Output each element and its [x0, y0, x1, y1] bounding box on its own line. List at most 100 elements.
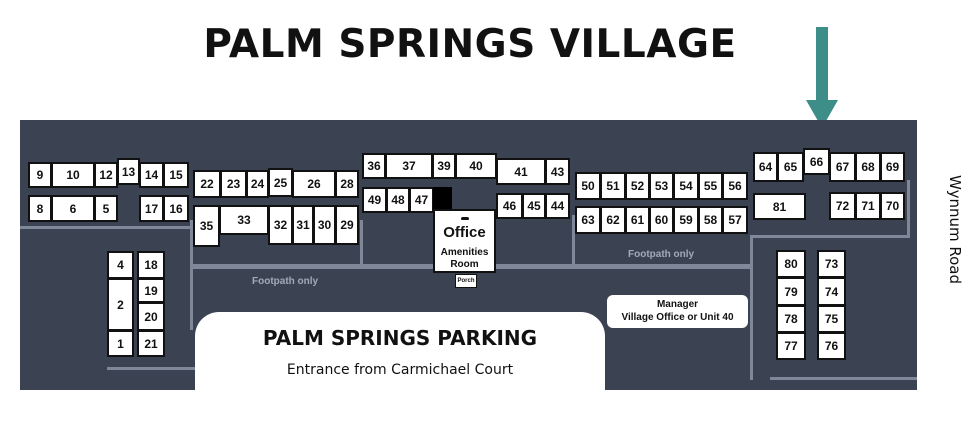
unit-70[interactable]: 70: [880, 192, 905, 220]
unit-24[interactable]: 24: [246, 170, 269, 198]
unit-52[interactable]: 52: [625, 172, 650, 200]
unit-33[interactable]: 33: [219, 205, 269, 235]
office-label: Office: [443, 224, 486, 241]
unit-76[interactable]: 76: [817, 332, 846, 360]
unit-59[interactable]: 59: [673, 206, 699, 234]
unit-6[interactable]: 6: [51, 195, 95, 222]
porch: Porch: [455, 274, 477, 288]
road-label: Wynnum Road: [946, 175, 964, 284]
unit-78[interactable]: 78: [776, 305, 806, 333]
unit-9[interactable]: 9: [28, 162, 52, 188]
unit-51[interactable]: 51: [600, 172, 626, 200]
unit-80[interactable]: 80: [776, 250, 806, 278]
path: [907, 180, 910, 238]
path: [360, 220, 363, 265]
unit-17[interactable]: 17: [139, 195, 164, 222]
unit-2[interactable]: 2: [107, 278, 134, 331]
unit-13[interactable]: 13: [117, 158, 140, 185]
path: [770, 377, 917, 380]
path: [750, 235, 910, 238]
unit-21[interactable]: 21: [137, 330, 165, 357]
room-label: Room: [450, 259, 479, 270]
manager-location: Village Office or Unit 40: [621, 312, 734, 323]
unit-68[interactable]: 68: [855, 152, 881, 182]
unit-47[interactable]: 47: [409, 187, 434, 213]
unit-19[interactable]: 19: [137, 278, 165, 303]
path: [190, 220, 193, 330]
unit-79[interactable]: 79: [776, 277, 806, 306]
path: [20, 226, 192, 229]
unit-29[interactable]: 29: [335, 205, 359, 245]
bell-icon: [460, 217, 469, 220]
unit-31[interactable]: 31: [292, 205, 314, 245]
unit-63[interactable]: 63: [575, 206, 601, 234]
unit-36[interactable]: 36: [362, 153, 386, 179]
footpath-label: Footpath only: [252, 276, 319, 287]
unit-74[interactable]: 74: [817, 277, 846, 306]
unit-26[interactable]: 26: [292, 170, 336, 198]
pointer-arrow-icon: [816, 27, 828, 105]
unit-64[interactable]: 64: [753, 152, 778, 182]
unit-54[interactable]: 54: [673, 172, 699, 200]
unit-10[interactable]: 10: [51, 162, 95, 188]
black-block: [433, 187, 452, 210]
manager-info-box: Manager Village Office or Unit 40: [607, 295, 748, 328]
unit-5[interactable]: 5: [94, 195, 118, 222]
unit-44[interactable]: 44: [545, 193, 570, 219]
unit-43[interactable]: 43: [545, 158, 570, 185]
parking-title: PALM SPRINGS PARKING: [262, 326, 538, 350]
unit-22[interactable]: 22: [193, 170, 221, 198]
page-title: PALM SPRINGS VILLAGE: [203, 22, 737, 67]
amenities-label: Amenities: [440, 247, 489, 258]
unit-20[interactable]: 20: [137, 302, 165, 331]
unit-67[interactable]: 67: [829, 152, 856, 182]
unit-46[interactable]: 46: [496, 193, 523, 219]
unit-35[interactable]: 35: [193, 205, 220, 247]
unit-75[interactable]: 75: [817, 305, 846, 333]
path: [572, 215, 575, 265]
unit-39[interactable]: 39: [432, 153, 456, 179]
unit-30[interactable]: 30: [313, 205, 336, 245]
unit-50[interactable]: 50: [575, 172, 601, 200]
unit-66[interactable]: 66: [803, 148, 830, 175]
unit-55[interactable]: 55: [698, 172, 723, 200]
footpath-label: Footpath only: [628, 249, 695, 260]
unit-60[interactable]: 60: [649, 206, 674, 234]
unit-45[interactable]: 45: [522, 193, 546, 219]
unit-56[interactable]: 56: [722, 172, 748, 200]
unit-41[interactable]: 41: [496, 158, 546, 185]
unit-37[interactable]: 37: [385, 153, 433, 179]
unit-8[interactable]: 8: [28, 195, 52, 222]
unit-12[interactable]: 12: [94, 162, 118, 188]
path: [107, 367, 197, 370]
unit-53[interactable]: 53: [649, 172, 674, 200]
unit-58[interactable]: 58: [698, 206, 723, 234]
unit-81[interactable]: 81: [753, 193, 806, 220]
unit-57[interactable]: 57: [722, 206, 748, 234]
unit-71[interactable]: 71: [855, 192, 881, 220]
unit-72[interactable]: 72: [829, 192, 856, 220]
unit-69[interactable]: 69: [880, 152, 905, 182]
unit-73[interactable]: 73: [817, 250, 846, 278]
unit-25[interactable]: 25: [268, 168, 293, 197]
unit-65[interactable]: 65: [777, 152, 804, 182]
unit-14[interactable]: 14: [139, 162, 164, 188]
unit-18[interactable]: 18: [137, 251, 165, 279]
unit-23[interactable]: 23: [220, 170, 247, 198]
unit-48[interactable]: 48: [386, 187, 410, 213]
unit-15[interactable]: 15: [163, 162, 189, 188]
parking-entrance: Entrance from Carmichael Court: [286, 362, 514, 378]
path: [750, 235, 753, 380]
unit-4[interactable]: 4: [107, 251, 134, 279]
unit-61[interactable]: 61: [625, 206, 650, 234]
manager-title: Manager: [656, 299, 699, 310]
unit-32[interactable]: 32: [268, 205, 293, 245]
unit-28[interactable]: 28: [335, 170, 359, 198]
unit-62[interactable]: 62: [600, 206, 626, 234]
unit-1[interactable]: 1: [107, 330, 134, 357]
unit-16[interactable]: 16: [163, 195, 189, 222]
unit-77[interactable]: 77: [776, 332, 806, 360]
unit-40[interactable]: 40: [455, 153, 497, 179]
unit-49[interactable]: 49: [362, 187, 387, 213]
